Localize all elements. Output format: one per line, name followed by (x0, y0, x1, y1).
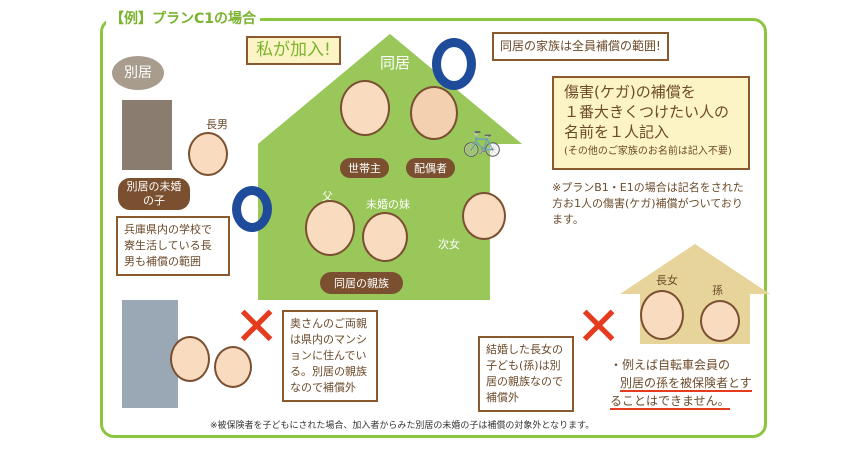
father-label: 父 (322, 190, 333, 203)
son-note: 兵庫県内の学校で寮生活している長男も補償の範囲 (116, 216, 230, 276)
main-line: １番大きくつけたい人の (564, 103, 730, 121)
cross-icon: ✕ (234, 295, 280, 358)
dokyo-label: 同居 (380, 54, 411, 72)
bekkyo-bubble: 別居 (112, 56, 164, 90)
main-line: 名前を１人記入 (564, 123, 670, 141)
sister-label: 未婚の妹 (366, 198, 410, 211)
spouse-tag: 配偶者 (406, 158, 455, 178)
daughter2-person (462, 192, 506, 240)
son-tag: 別居の未婚の子 (118, 178, 190, 210)
grandchild-label: 孫 (712, 284, 723, 297)
parents-note: 奥さんのご両親は県内のマンションに住んでいる。別居の親族なので補償外 (282, 310, 378, 402)
main-line: 傷害(ケガ)の補償を (564, 83, 696, 101)
title: 【例】プランC1の場合 (106, 8, 261, 28)
sister-person (362, 212, 408, 262)
frame (100, 18, 767, 438)
join-bubble: 私が加入! (246, 36, 341, 65)
spouse-person (410, 86, 458, 140)
grandchild-note: 結婚した長女の子ども(孫)は別居の親族なので補償外 (478, 336, 574, 412)
apartment-icon (122, 300, 178, 408)
grandchild-person (700, 300, 740, 342)
footer-note: ※被保険者を子どもにされた場合、加入者からみた別居の未婚の子は補償の対象外となり… (210, 421, 595, 431)
building-icon (122, 100, 172, 170)
small-house (620, 244, 770, 344)
main-box: 傷害(ケガ)の補償を １番大きくつけたい人の 名前を１人記入 (その他のご家族の… (552, 76, 750, 170)
cross-icon: ✕ (576, 295, 622, 358)
head-person (340, 80, 390, 136)
bicycle-note-underlined: 別居の孫を被保険者とすることはできません。 (610, 376, 752, 410)
ok-circle-icon (432, 38, 476, 90)
plan-note: ※プランB1・E1の場合は記名をされた方お1人の傷害(ケガ)補償がついております… (552, 181, 744, 226)
daughter2-label: 次女 (438, 238, 460, 251)
bicycle-note: ・例えば自転車会員の 別居の孫を被保険者とすることはできません。 (610, 356, 760, 410)
head-tag: 世帯主 (340, 158, 389, 178)
parent-person (170, 336, 210, 382)
bicycle-icon: 🚲 (462, 120, 502, 158)
son-label: 長男 (206, 118, 228, 131)
parent-person (214, 346, 252, 388)
all-family-bubble: 同居の家族は全員補償の範囲! (492, 32, 669, 61)
ok-circle-icon (232, 186, 272, 232)
relatives-tag: 同居の親族 (320, 272, 403, 294)
father-person (305, 200, 355, 256)
main-sub: (その他のご家族のお名前は記入不要) (564, 146, 732, 157)
son-person (188, 132, 228, 176)
eldest-person (640, 290, 684, 340)
bicycle-note-prefix: ・例えば自転車会員の (610, 358, 731, 372)
eldest-label: 長女 (656, 274, 678, 287)
